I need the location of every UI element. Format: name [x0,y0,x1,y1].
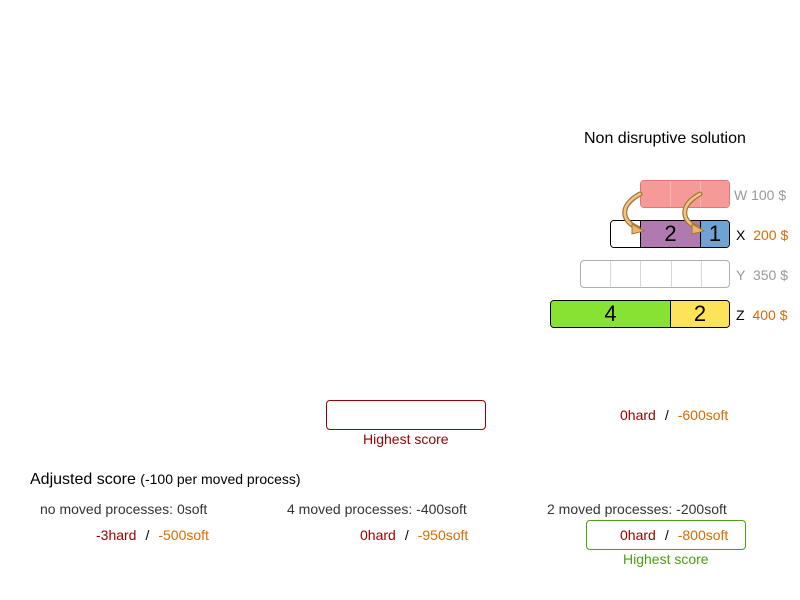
computer-y-price: 350 $ [752,267,789,283]
column-2-desc: 4 moved processes: -400soft [287,501,467,517]
top-score-soft: -600soft [677,407,729,423]
column-1-sep: / [145,527,150,543]
computer-w-box [640,180,730,208]
column-1-score: -3hard / -500soft [96,527,209,543]
top-score: 0hard / -600soft [620,407,728,423]
highest-score-box-2 [586,520,746,550]
process-w-red [641,181,729,207]
computer-y-box [580,260,730,288]
column-3-soft: -800soft [677,527,729,543]
computer-x-box: 2 1 [610,220,730,248]
adjusted-score-heading: Adjusted score (-100 per moved process) [30,471,301,489]
process-x-empty [611,221,641,247]
solution-title: Non disruptive solution [584,130,746,147]
computer-x-name: X [736,227,746,243]
adjusted-score-subtitle: (-100 per moved process) [140,471,301,487]
computer-x-price: 200 $ [753,227,789,243]
column-2-sep: / [404,527,409,543]
top-score-sep: / [664,407,669,423]
computer-w-name: W [734,187,748,203]
computer-z-name: Z [736,307,745,323]
computer-z-box: 4 2 [550,300,730,328]
process-z-green: 4 [551,301,671,327]
adjusted-score-title: Adjusted score [30,471,136,488]
highest-score-box-1 [326,400,486,430]
computer-w-price: 100 $ [751,187,787,203]
column-3-sep: / [664,527,669,543]
column-2-soft: -950soft [417,527,469,543]
top-score-hard: 0hard [620,407,656,423]
computer-y-name: Y [736,267,746,283]
column-1-desc: no moved processes: 0soft [40,501,208,517]
column-3-hard: 0hard [620,527,656,543]
process-z-yellow: 2 [671,301,729,327]
highest-score-label-2: Highest score [623,551,709,567]
column-1-soft: -500soft [158,527,209,543]
column-1-hard: -3hard [96,527,137,543]
process-x-purple: 2 [641,221,701,247]
column-3-score: 0hard / -800soft [620,527,728,543]
highest-score-label-1: Highest score [363,431,449,447]
column-2-score: 0hard / -950soft [360,527,468,543]
column-2-hard: 0hard [360,527,396,543]
process-x-blue: 1 [701,221,729,247]
computer-z-price: 400 $ [752,307,788,323]
column-3-desc: 2 moved processes: -200soft [547,501,727,517]
